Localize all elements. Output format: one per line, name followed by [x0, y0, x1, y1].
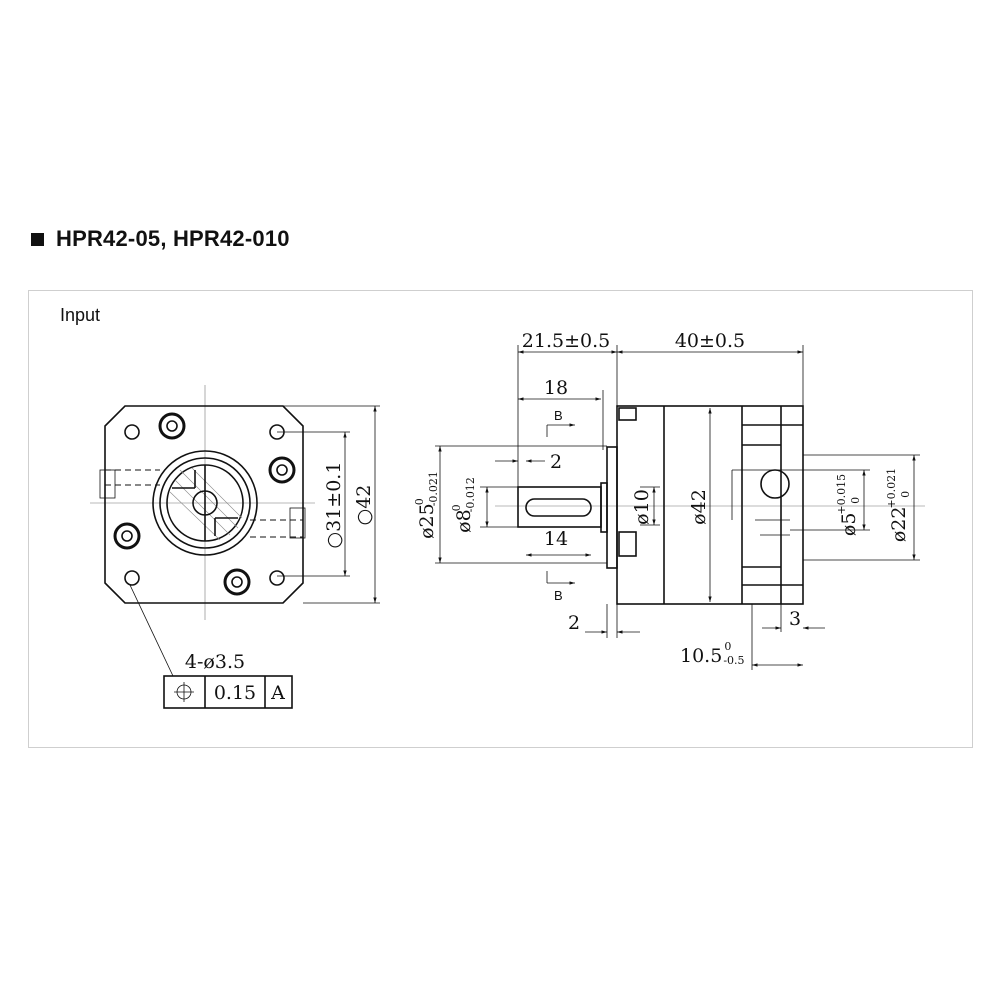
pilot-dia-dim: ø250-0.021 — [413, 471, 440, 539]
model-title: HPR42-05, HPR42-010 — [56, 226, 290, 251]
hole-callout: 4-ø3.5 — [185, 651, 245, 673]
square-dimension: ○42 — [353, 485, 375, 526]
pcd-dimension: ○31±0.1 — [323, 462, 345, 549]
front-view: ○31±0.1 ○42 4-ø3.5 0.15 A — [90, 385, 380, 709]
side-view: 21.5±0.5 40±0.5 18 B B 2 14 ø250-0.021 ø… — [413, 330, 925, 670]
gdt-datum: A — [270, 682, 285, 704]
output-shaft — [517, 486, 602, 528]
key-length-dim: 14 — [544, 528, 568, 550]
bullet-square-icon — [31, 232, 44, 246]
gdt-tolerance: 0.15 — [214, 682, 256, 704]
key-offset-dim: 2 — [550, 451, 562, 473]
output-flange — [606, 446, 618, 569]
section-title: HPR42-05, HPR42-010 — [31, 226, 290, 252]
section-mark-bottom: B — [554, 588, 563, 603]
position-icon — [174, 682, 194, 702]
body-dia-dim: ø42 — [688, 489, 710, 525]
input-pilot-dim: ø22+0.0210 — [885, 468, 912, 542]
gdt-frame: 0.15 A — [163, 675, 293, 709]
hub-dia-dim: ø10 — [631, 489, 653, 525]
input-label: Input — [60, 305, 101, 325]
shaft-length-dim: 21.5±0.5 — [522, 330, 610, 352]
shaft-dia-dim: ø80-0.012 — [450, 477, 477, 533]
pilot-ring — [152, 450, 258, 556]
access-hole — [760, 469, 790, 499]
screws — [113, 412, 296, 596]
section-mark-top: B — [554, 408, 563, 423]
rear-3-dim: 3 — [789, 608, 801, 630]
flange-outline — [104, 405, 304, 604]
drawing-panel — [28, 290, 973, 748]
bore-hole — [192, 490, 218, 516]
flange-thickness-dim: 2 — [568, 612, 580, 634]
shaft-18-dim: 18 — [544, 377, 568, 399]
body-length-dim: 40±0.5 — [675, 330, 745, 352]
hub — [600, 482, 608, 533]
keyway — [525, 498, 592, 517]
input-bore-dim: ø5+0.0150 — [835, 474, 862, 536]
